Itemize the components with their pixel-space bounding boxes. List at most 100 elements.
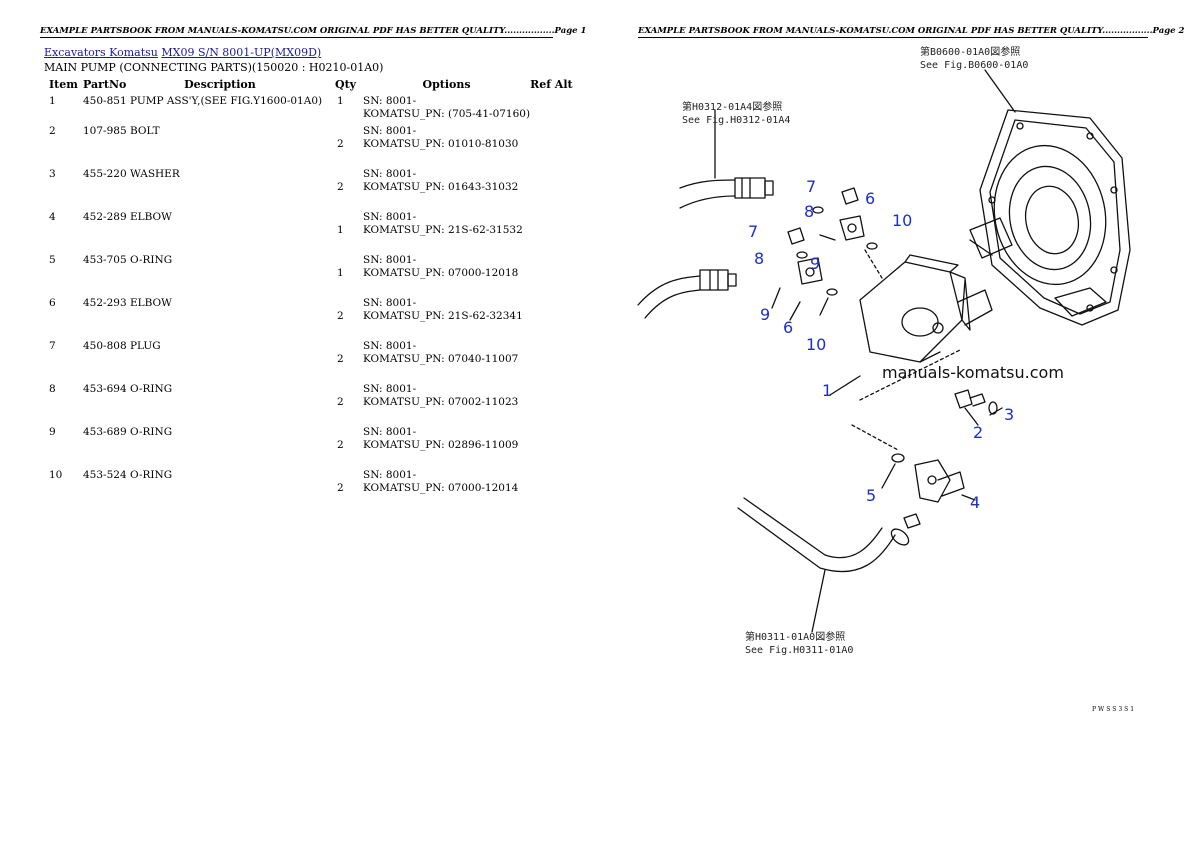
cell-item: 3 [49, 168, 56, 180]
cell-options: SN: 8001-KOMATSU_PN: 21S-62-32341 [359, 297, 530, 340]
cell-sn: SN: 8001- [363, 426, 417, 438]
cell-options: SN: 8001-KOMATSU_PN: (705-41-07160) [359, 95, 530, 125]
cell-komatsu-pn: KOMATSU_PN: 07040-11007 [363, 353, 519, 365]
col-refalt: Ref Alt [530, 78, 573, 91]
cell-komatsu-pn: KOMATSU_PN: 07002-11023 [363, 396, 519, 408]
callout-2: 2 [973, 423, 983, 442]
cell-part-description: 452-289 ELBOW [83, 211, 172, 223]
cell-part-description: 455-220 WASHER [83, 168, 180, 180]
cell-part-description: 453-524 O-RING [83, 469, 173, 481]
cell-qty: 2 [337, 482, 344, 494]
cell-options: SN: 8001-KOMATSU_PN: 07002-11023 [359, 383, 530, 426]
callout-7b: 7 [748, 222, 758, 241]
cell-options: SN: 8001-KOMATSU_PN: 01010-81030 [359, 125, 530, 168]
flywheel-housing-drawing [969, 109, 1131, 326]
cell-part-description: 453-705 O-RING [83, 254, 173, 266]
cell-item: 8 [49, 383, 56, 395]
breadcrumb-link-excavators[interactable]: Excavators Komatsu [44, 46, 158, 59]
callout-4: 4 [970, 493, 980, 512]
ref-h0312-jp: 第H0312-01A4図参照 [682, 100, 782, 113]
callout-6b: 6 [783, 318, 793, 337]
table-row: 2 107-985 BOLT 2 SN: 8001-KOMATSU_PN: 01010… [44, 125, 590, 168]
cell-refalt [530, 383, 590, 426]
cell-qty: 1 [337, 95, 344, 107]
cell-komatsu-pn: KOMATSU_PN: 21S-62-31532 [363, 224, 523, 236]
leader-lines [771, 69, 1016, 501]
cell-options: SN: 8001-KOMATSU_PN: 02896-11009 [359, 426, 530, 469]
cell-refalt [530, 168, 590, 211]
cell-qty: 1 [337, 224, 344, 236]
cell-options: SN: 8001-KOMATSU_PN: 07000-12014 [359, 469, 530, 512]
watermark-text: manuals-komatsu.com [882, 363, 1064, 382]
cell-item: 6 [49, 297, 56, 309]
callout-9b: 9 [760, 305, 770, 324]
cell-qty: 2 [337, 396, 344, 408]
cell-sn: SN: 8001- [363, 340, 417, 352]
callout-8b: 8 [754, 249, 764, 268]
cell-komatsu-pn: KOMATSU_PN: (705-41-07160) [363, 108, 531, 120]
ref-h0312-en: See Fig.H0312-01A4 [682, 115, 790, 126]
cell-qty: 1 [337, 267, 344, 279]
callout-6a: 6 [865, 189, 875, 208]
cell-komatsu-pn: KOMATSU_PN: 01010-81030 [363, 138, 519, 150]
breadcrumb-link-model[interactable]: MX09 S/N 8001-UP(MX09D) [161, 46, 322, 59]
cell-part-description: 453-689 O-RING [83, 426, 173, 438]
breadcrumb: Excavators Komatsu MX09 S/N 8001-UP(MX09… [44, 46, 321, 59]
cell-options: SN: 8001-KOMATSU_PN: 07040-11007 [359, 340, 530, 383]
cell-options: SN: 8001-KOMATSU_PN: 21S-62-31532 [359, 211, 530, 254]
cell-refalt [530, 297, 590, 340]
cell-komatsu-pn: KOMATSU_PN: 01643-31032 [363, 181, 519, 193]
cell-qty: 2 [337, 181, 344, 193]
ref-h0311-en: See Fig.H0311-01A0 [745, 645, 853, 656]
table-header-row: Item PartNo Description Qty Options Ref … [44, 76, 590, 95]
cell-komatsu-pn: KOMATSU_PN: 07000-12018 [363, 267, 519, 279]
ref-b0600-jp: 第B0600-01A0図参照 [920, 45, 1020, 58]
cell-refalt [530, 211, 590, 254]
cell-item: 4 [49, 211, 56, 223]
left-hose-drawing [637, 269, 737, 319]
cell-sn: SN: 8001- [363, 95, 417, 107]
footer-code: PWSS3S1 [1092, 706, 1137, 713]
page-header-left: EXAMPLE PARTSBOOK FROM MANUALS-KOMATSU.C… [40, 26, 587, 38]
cell-sn: SN: 8001- [363, 254, 417, 266]
cell-item: 7 [49, 340, 56, 352]
cell-komatsu-pn: KOMATSU_PN: 07000-12014 [363, 482, 519, 494]
table-row: 3 455-220 WASHER 2 SN: 8001-KOMATSU_PN: 016… [44, 168, 590, 211]
cell-options: SN: 8001-KOMATSU_PN: 01643-31032 [359, 168, 530, 211]
cell-part-description: 107-985 BOLT [83, 125, 160, 137]
cell-refalt [530, 426, 590, 469]
lower-tube-drawing [737, 497, 910, 633]
cell-item: 9 [49, 426, 56, 438]
fittings-drawing [787, 187, 883, 296]
cell-refalt [530, 469, 590, 512]
callout-5: 5 [866, 486, 876, 505]
cell-qty: 2 [337, 138, 344, 150]
ref-h0311-jp: 第H0311-01A0図参照 [745, 630, 845, 643]
cell-item: 2 [49, 125, 56, 137]
page-header-right: EXAMPLE PARTSBOOK FROM MANUALS-KOMATSU.C… [638, 26, 1185, 38]
col-partno-description: PartNo Description [83, 76, 335, 95]
cell-item: 5 [49, 254, 56, 266]
cell-part-description: 453-694 O-RING [83, 383, 173, 395]
col-options: Options [422, 78, 471, 91]
callout-8a: 8 [804, 202, 814, 221]
table-row: 5 453-705 O-RING 1 SN: 8001-KOMATSU_PN: 070… [44, 254, 590, 297]
cell-refalt [530, 254, 590, 297]
cell-sn: SN: 8001- [363, 297, 417, 309]
cell-sn: SN: 8001- [363, 383, 417, 395]
callout-9a: 9 [810, 254, 820, 273]
table-row: 8 453-694 O-RING 2 SN: 8001-KOMATSU_PN: 070… [44, 383, 590, 426]
cell-komatsu-pn: KOMATSU_PN: 21S-62-32341 [363, 310, 523, 322]
main-pump-drawing [859, 254, 993, 363]
callout-10a: 10 [892, 211, 912, 230]
ref-b0600-en: See Fig.B0600-01A0 [920, 60, 1028, 71]
cell-sn: SN: 8001- [363, 211, 417, 223]
col-description: Description [184, 78, 256, 91]
cell-sn: SN: 8001- [363, 469, 417, 481]
cell-part-description: 450-808 PLUG [83, 340, 161, 352]
